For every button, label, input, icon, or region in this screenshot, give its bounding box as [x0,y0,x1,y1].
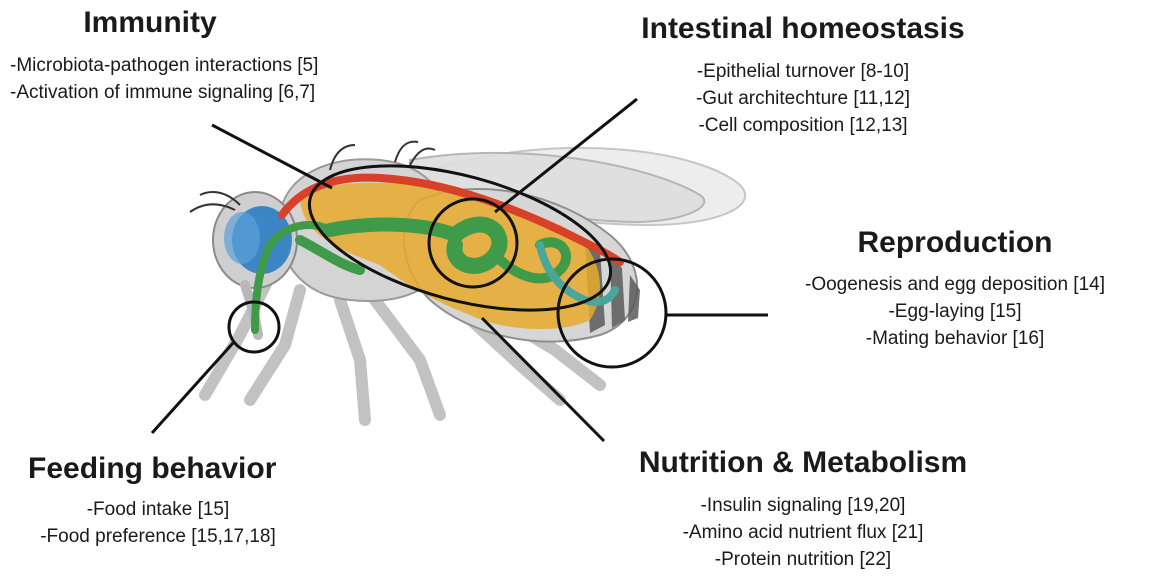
nutrition-items: -Insulin signaling [19,20] -Amino acid n… [683,492,924,573]
reproduction-items: -Oogenesis and egg deposition [14] -Egg-… [805,271,1105,352]
immunity-leader-line [212,125,332,188]
immunity-heading: Immunity [10,6,290,40]
nutrition-item: -Protein nutrition [22] [683,546,924,573]
intestinal-item: -Epithelial turnover [8-10] [696,58,910,85]
feeding-heading: Feeding behavior [28,452,276,486]
immunity-items: -Microbiota-pathogen interactions [5] -A… [10,52,318,106]
immunity-item: -Activation of immune signaling [6,7] [10,79,318,106]
feeding-item: -Food intake [15] [40,496,276,523]
reproduction-item: -Oogenesis and egg deposition [14] [805,271,1105,298]
intestinal-items: -Epithelial turnover [8-10] -Gut archite… [696,58,910,139]
nutrition-item: -Amino acid nutrient flux [21] [683,519,924,546]
reproduction-heading: Reproduction [858,226,1053,260]
immunity-item: -Microbiota-pathogen interactions [5] [10,52,318,79]
nutrition-item: -Insulin signaling [19,20] [683,492,924,519]
nutrition-heading: Nutrition & Metabolism [639,446,967,480]
reproduction-item: -Egg-laying [15] [805,298,1105,325]
intestinal-heading: Intestinal homeostasis [641,12,964,46]
feeding-leader-line [152,343,233,433]
intestinal-item: -Gut architechture [11,12] [696,85,910,112]
fly-eye [224,212,260,264]
feeding-items: -Food intake [15] -Food preference [15,1… [40,496,276,550]
feeding-item: -Food preference [15,17,18] [40,523,276,550]
reproduction-item: -Mating behavior [16] [805,325,1105,352]
intestinal-item: -Cell composition [12,13] [696,112,910,139]
